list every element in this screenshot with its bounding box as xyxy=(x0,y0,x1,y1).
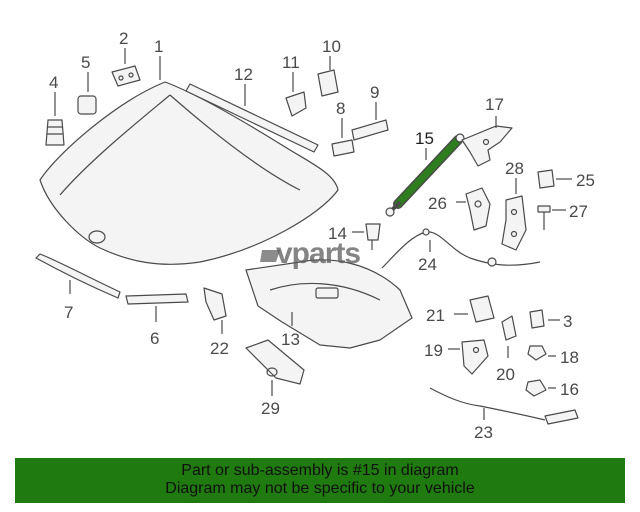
callout-22: 22 xyxy=(210,339,229,358)
callout-6: 6 xyxy=(150,329,159,348)
part-10: 10 xyxy=(317,37,341,97)
part-17-hinge: 17 xyxy=(461,95,513,167)
callout-25: 25 xyxy=(576,171,595,190)
callout-23: 23 xyxy=(474,423,493,442)
callout-18: 18 xyxy=(560,348,579,367)
part-23-cable: 23 xyxy=(429,387,579,442)
callout-11: 11 xyxy=(282,53,300,72)
part-29: 29 xyxy=(245,339,305,418)
part-21: 21 xyxy=(426,295,495,325)
callout-8: 8 xyxy=(336,99,345,118)
part-3: 3 xyxy=(529,309,572,331)
callout-10: 10 xyxy=(322,37,341,56)
part-8: 8 xyxy=(331,99,355,157)
callout-3: 3 xyxy=(563,312,572,331)
callout-9: 9 xyxy=(370,83,379,102)
callout-16: 16 xyxy=(560,380,579,399)
callout-27: 27 xyxy=(569,202,588,221)
part-19: 19 xyxy=(424,339,489,375)
watermark-logo: vparts xyxy=(260,237,361,270)
part-12: 12 xyxy=(185,65,319,153)
callout-14: 14 xyxy=(328,224,347,243)
callout-4: 4 xyxy=(49,73,58,92)
callout-20: 20 xyxy=(496,365,515,384)
part-15-gas-strut: 15 xyxy=(385,129,465,217)
part-13-insulation: 13 xyxy=(245,259,413,349)
callout-15: 15 xyxy=(415,129,434,148)
callout-21: 21 xyxy=(426,306,445,325)
callout-13: 13 xyxy=(281,330,300,349)
part-28: 28 xyxy=(501,159,527,251)
info-banner: Part or sub-assembly is #15 in diagram D… xyxy=(15,458,625,503)
part-5: 5 xyxy=(77,53,97,115)
callout-2: 2 xyxy=(119,29,128,48)
callout-28: 28 xyxy=(505,159,524,178)
part-27-bolt: 27 xyxy=(537,202,588,230)
part-1-hood: 1 xyxy=(39,37,339,265)
callout-1: 1 xyxy=(154,37,163,56)
part-7: 7 xyxy=(35,253,121,322)
callout-29: 29 xyxy=(261,399,280,418)
callout-12: 12 xyxy=(234,65,253,84)
callout-26: 26 xyxy=(428,194,447,213)
part-9: 9 xyxy=(351,83,389,141)
part-14-clip: 14 xyxy=(328,223,381,250)
part-22: 22 xyxy=(203,287,229,358)
watermark-text: vparts xyxy=(276,237,360,270)
part-2: 2 xyxy=(111,29,141,87)
callout-17: 17 xyxy=(485,95,504,114)
part-16-nut: 16 xyxy=(525,379,579,399)
callout-7: 7 xyxy=(64,303,73,322)
part-6: 6 xyxy=(125,293,189,348)
part-26: 26 xyxy=(428,187,491,231)
part-18-bolt: 18 xyxy=(527,345,579,367)
part-11: 11 xyxy=(282,53,307,117)
parts-diagram: 1 2 5 4 12 11 10 8 xyxy=(35,29,595,442)
part-20: 20 xyxy=(496,315,517,384)
part-24-cable: 24 xyxy=(381,228,541,274)
banner-line-2: Diagram may not be specific to your vehi… xyxy=(165,480,475,497)
part-25: 25 xyxy=(537,169,595,190)
banner-line-1: Part or sub-assembly is #15 in diagram xyxy=(181,462,459,479)
callout-5: 5 xyxy=(81,53,90,72)
part-4: 4 xyxy=(45,73,65,146)
callout-19: 19 xyxy=(424,341,443,360)
callout-24: 24 xyxy=(418,255,437,274)
